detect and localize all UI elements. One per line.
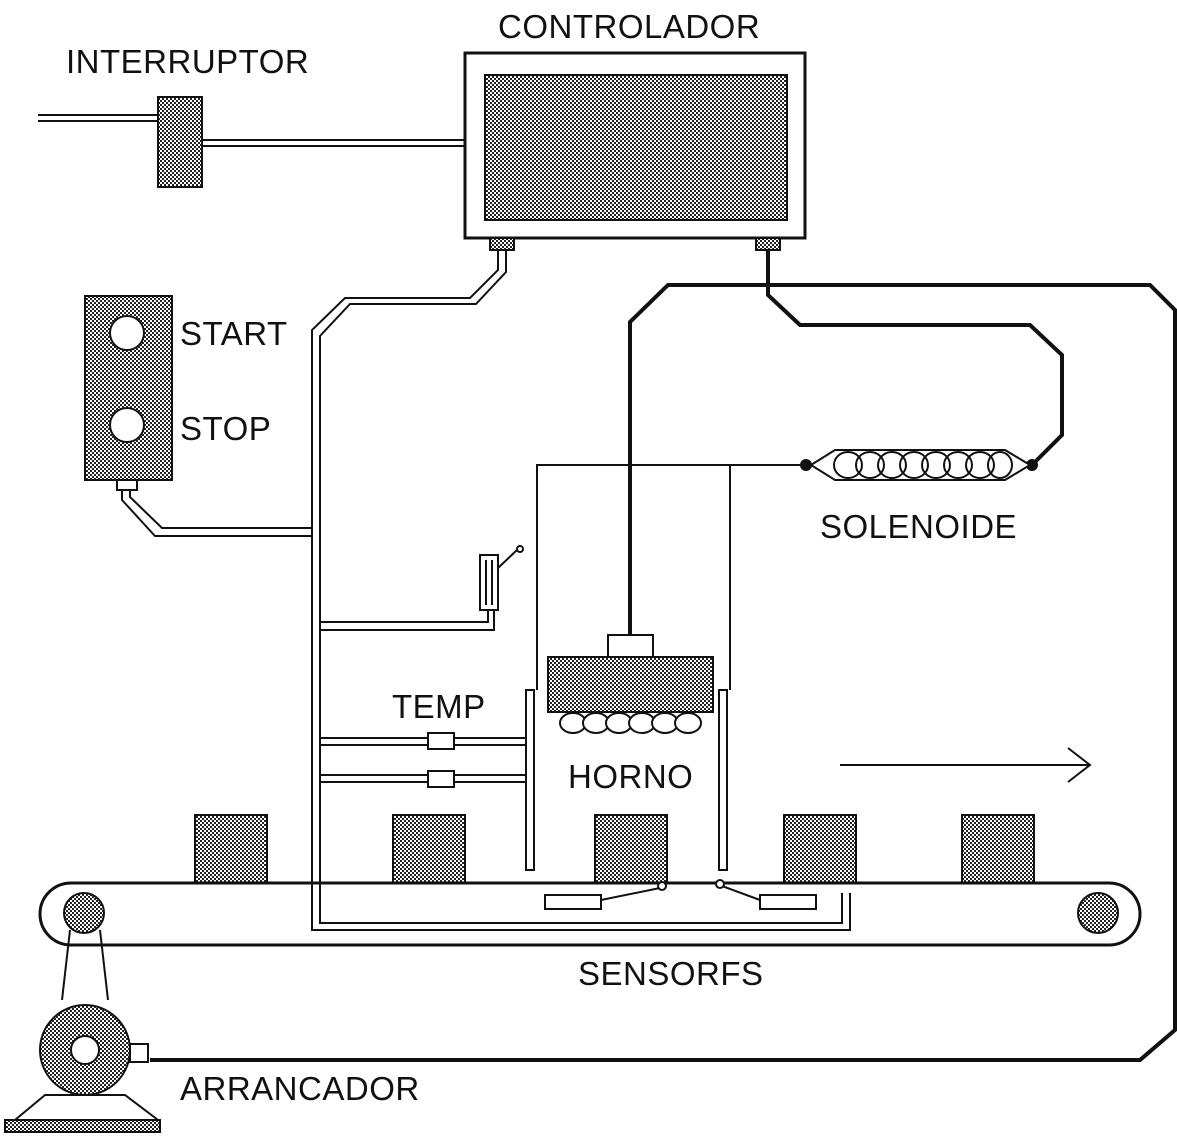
station-connector [116,479,138,491]
oven-connector [607,634,654,658]
sensor-left [544,881,667,910]
thermostat-cable [320,610,495,631]
controller-terminal-left [489,237,515,251]
product-box [961,814,1035,884]
switch-to-controller-line [202,139,465,147]
start-button[interactable] [109,315,145,351]
product-box [594,814,668,884]
motor-base [12,1094,161,1121]
temp-probe-1 [427,732,455,750]
conveyor-roller-left [63,892,105,934]
stop-label: STOP [180,410,272,447]
station-cable [121,490,312,537]
product-box [392,814,466,884]
oven-wall-right [718,689,728,871]
motor-terminal [129,1043,149,1063]
switch-label: INTERRUPTOR [66,43,310,80]
solenoid-coil [800,449,1038,481]
power-input-line [38,114,160,122]
temp-probe-lines [320,737,528,783]
motor-drive-link [61,929,109,1001]
oven-wall-left [525,689,535,871]
solenoid-label: SOLENOIDE [820,508,1018,545]
start-label: START [180,315,288,352]
solenoid-circuit [150,250,1177,1062]
oven-label: HORNO [568,758,694,795]
product-box [194,814,268,884]
thermostat [479,554,499,611]
stop-button[interactable] [109,407,145,443]
temp-probe-2 [427,770,455,788]
direction-arrow-icon [840,747,1092,783]
starter-label: ARRANCADOR [180,1070,420,1107]
temp-label: TEMP [392,688,486,725]
product-box [783,814,857,884]
controller-label: CONTROLADOR [498,8,761,45]
controller-panel [484,74,788,221]
conveyor-roller-right [1077,892,1119,934]
sensors-label: SENSORFS [578,955,764,992]
oven-heater [547,656,714,713]
controller-terminal-right [755,237,781,251]
sensor-right [715,879,817,910]
control-cable [311,250,851,931]
motor-foot [4,1119,161,1133]
conveyor-belt [38,881,1142,947]
oven-heating-elements [559,712,702,734]
switch-box [157,96,203,188]
